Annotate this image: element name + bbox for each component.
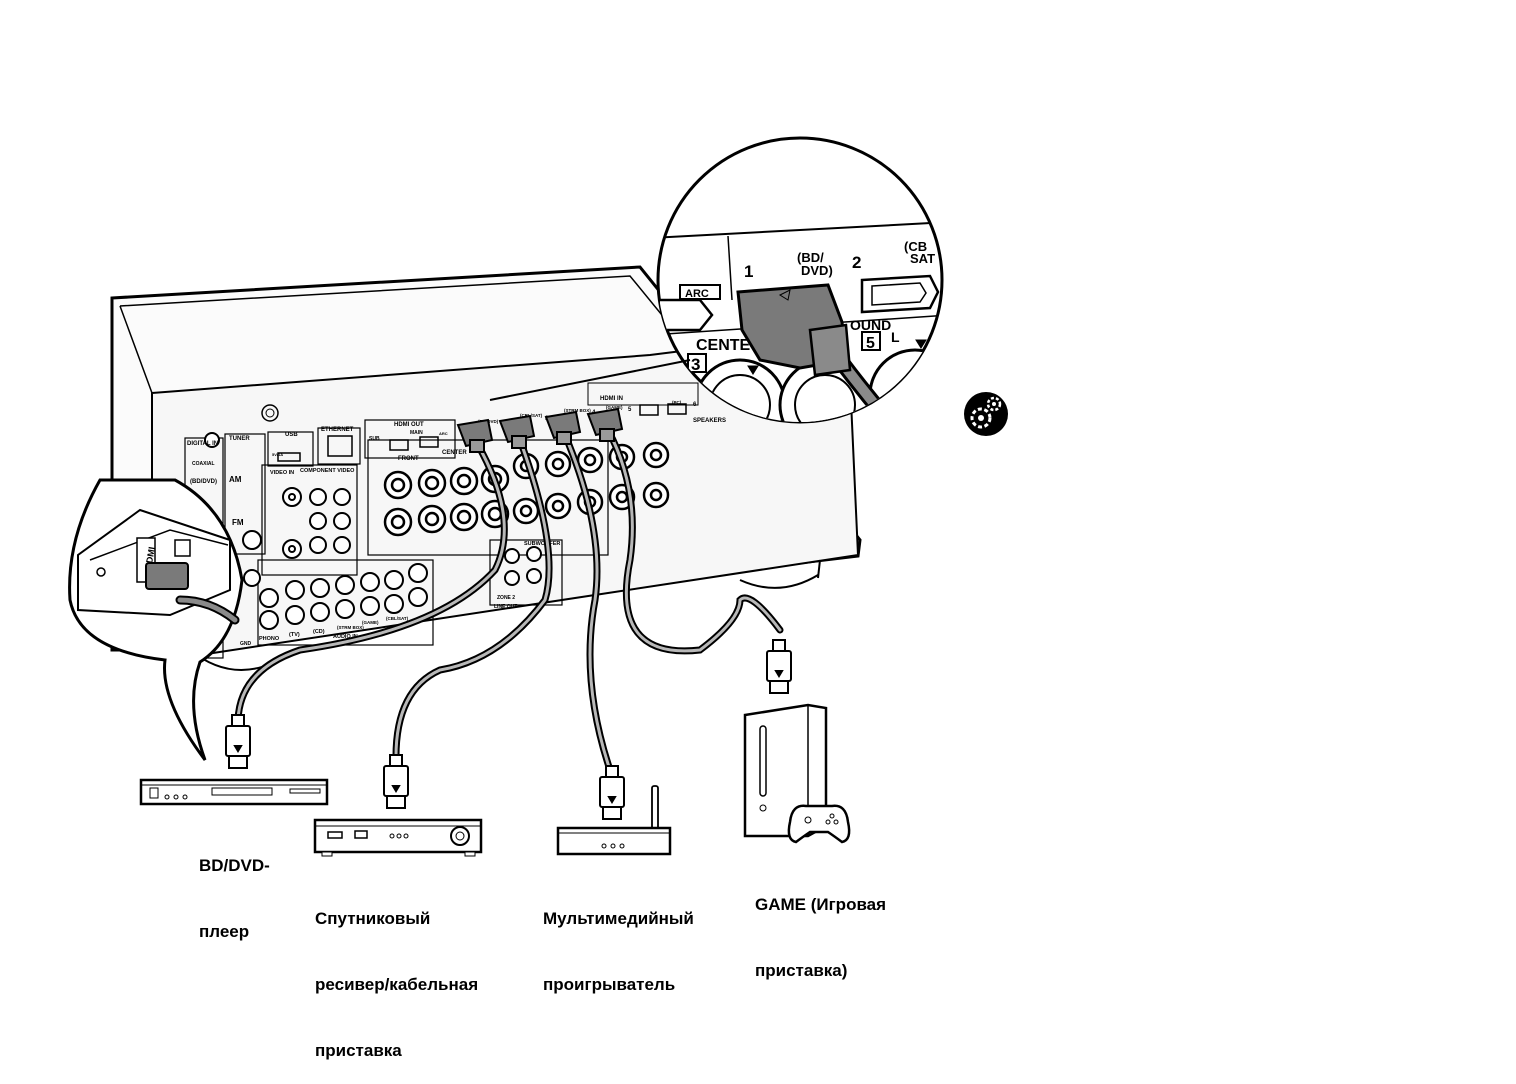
- label-usb: USB: [285, 432, 298, 438]
- label-tv: (TV): [289, 632, 300, 638]
- label-bd-dvd: (BD/DVD): [190, 479, 217, 485]
- label-speakers: SPEAKERS: [693, 418, 726, 424]
- label-hdmi-in-game: (GAME): [606, 405, 623, 410]
- label-strm-box: (STRM BOX): [337, 625, 364, 630]
- label-line: ресивер/кабельная: [315, 975, 479, 994]
- label-line: Мультимедийный: [543, 909, 694, 928]
- label-line: BD/DVD-: [199, 856, 270, 875]
- bd-dvd-player: [139, 778, 329, 806]
- label-video-in: VIDEO IN: [270, 470, 294, 476]
- device-callout-bubble: HDMI: [68, 478, 244, 761]
- label-zone2: ZONE 2: [497, 595, 515, 601]
- zoom-input1-name-a: (BD/: [797, 250, 824, 265]
- label-am: AM: [229, 475, 242, 484]
- label-game-small: (GAME): [362, 620, 379, 625]
- zoom-surround-side: L: [891, 329, 900, 345]
- label-hdmi-in-6: 6: [693, 402, 697, 408]
- label-arc-small: ARC: [439, 431, 448, 436]
- hdmi-cables: [234, 426, 784, 774]
- label-coaxial: COAXIAL: [192, 461, 215, 467]
- zoom-input2: 2: [852, 253, 861, 272]
- label-fm: FM: [232, 518, 244, 527]
- label-phono: PHONO: [259, 636, 280, 642]
- label-hdmi-in-cbl: (CBL/SAT): [520, 413, 543, 418]
- media-player: [556, 785, 672, 856]
- label-digital-in: DIGITAL IN: [187, 441, 218, 447]
- label-game-console: GAME (Игровая приставка): [755, 850, 886, 1004]
- label-cbl-sat: (CBL/SAT): [386, 616, 409, 621]
- label-component: COMPONENT VIDEO: [300, 468, 355, 474]
- label-subwoofer: SUBWOOFER: [524, 541, 560, 547]
- label-ethernet: ETHERNET: [321, 427, 354, 433]
- label-center: CENTER: [442, 450, 467, 456]
- label-line: проигрыватель: [543, 975, 676, 994]
- label-front: FRONT: [398, 456, 419, 462]
- label-hdmi-out: HDMI OUT: [394, 422, 424, 428]
- label-hdmi-in-strm: (STRM BOX): [564, 408, 591, 413]
- satellite-receiver: [313, 818, 483, 857]
- hdmi-plugs-receiver: [456, 407, 624, 453]
- label-hdmi-in-pc: (PC): [672, 400, 682, 405]
- label-line: приставка: [315, 1041, 402, 1060]
- game-console: [743, 703, 851, 844]
- settings-gear-icon: [964, 392, 1008, 436]
- label-usb-rating: 5V/1A: [272, 452, 283, 457]
- zoom-callout: ARC 1 (BD/ DVD) 2 (CB SAT CENTE 3 OUND 5…: [489, 136, 944, 424]
- label-line: GAME (Игровая: [755, 895, 887, 914]
- zoom-center-num: 3: [691, 355, 700, 374]
- hdmi-plugs-devices: [225, 639, 792, 820]
- label-cd: (CD): [313, 629, 325, 635]
- label-hdmi-in-5: 5: [628, 407, 632, 413]
- zoom-input2-name-a: (CB: [904, 239, 927, 254]
- label-sub: SUB: [369, 436, 380, 442]
- label-line-out: LINE OUT: [494, 604, 517, 610]
- zoom-input2-name-b: SAT: [910, 251, 935, 266]
- label-tuner: TUNER: [229, 436, 250, 442]
- label-satellite-receiver: Спутниковый ресивер/кабельная приставка: [315, 864, 478, 1084]
- zoom-center: CENTE: [696, 337, 751, 354]
- zoom-arc-label: ARC: [685, 288, 709, 300]
- label-hdmi-in: HDMI IN: [600, 396, 623, 402]
- zoom-surround: OUND: [850, 317, 891, 333]
- label-line: плеер: [199, 922, 250, 941]
- label-line: Спутниковый: [315, 909, 431, 928]
- label-bd-dvd-player: BD/DVD- плеер: [199, 811, 270, 965]
- label-line: приставка): [755, 961, 848, 980]
- zoom-input1-name-b: DVD): [801, 263, 833, 278]
- label-main: MAIN: [410, 430, 423, 436]
- label-media-player: Мультимедийный проигрыватель: [543, 864, 694, 1018]
- zoom-surround-num: 5: [866, 335, 875, 352]
- label-gnd: GND: [240, 641, 252, 647]
- zoom-input1: 1: [744, 262, 753, 281]
- label-audio-in: AUDIO IN: [333, 634, 358, 640]
